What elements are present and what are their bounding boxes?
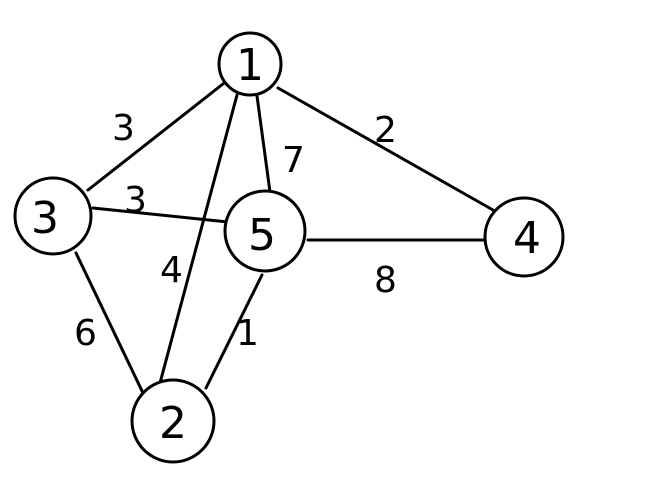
node-label-4: 4 xyxy=(513,213,541,264)
node-label-1: 1 xyxy=(236,40,264,91)
edge-5-2 xyxy=(204,273,264,390)
node-label-2: 2 xyxy=(159,398,187,449)
edge-1-2 xyxy=(158,93,239,385)
edge-weights: 3 7 2 4 3 6 8 1 xyxy=(74,108,397,354)
weight-label-1-2: 4 xyxy=(160,250,183,291)
edge-3-5 xyxy=(91,206,230,224)
edges xyxy=(74,78,495,395)
edge-3-2 xyxy=(74,251,145,395)
node-5: 5 xyxy=(223,189,307,273)
weight-label-3-5: 3 xyxy=(124,180,147,221)
weight-label-5-2: 1 xyxy=(236,313,259,354)
weight-label-1-4: 2 xyxy=(374,110,397,151)
node-4: 4 xyxy=(483,196,565,278)
edge-1-3 xyxy=(86,78,230,192)
edge-1-4 xyxy=(276,86,495,212)
node-label-3: 3 xyxy=(31,193,59,244)
node-1: 1 xyxy=(217,31,283,97)
weight-label-5-4: 8 xyxy=(374,260,397,301)
node-label-5: 5 xyxy=(248,210,276,261)
weight-label-1-3: 3 xyxy=(112,108,135,149)
node-3: 3 xyxy=(13,176,93,256)
edge-1-5 xyxy=(255,94,272,194)
weight-label-1-5: 7 xyxy=(282,140,305,181)
weight-label-3-2: 6 xyxy=(74,313,97,354)
nodes: 1 3 5 4 2 xyxy=(13,31,565,464)
node-2: 2 xyxy=(130,378,216,464)
